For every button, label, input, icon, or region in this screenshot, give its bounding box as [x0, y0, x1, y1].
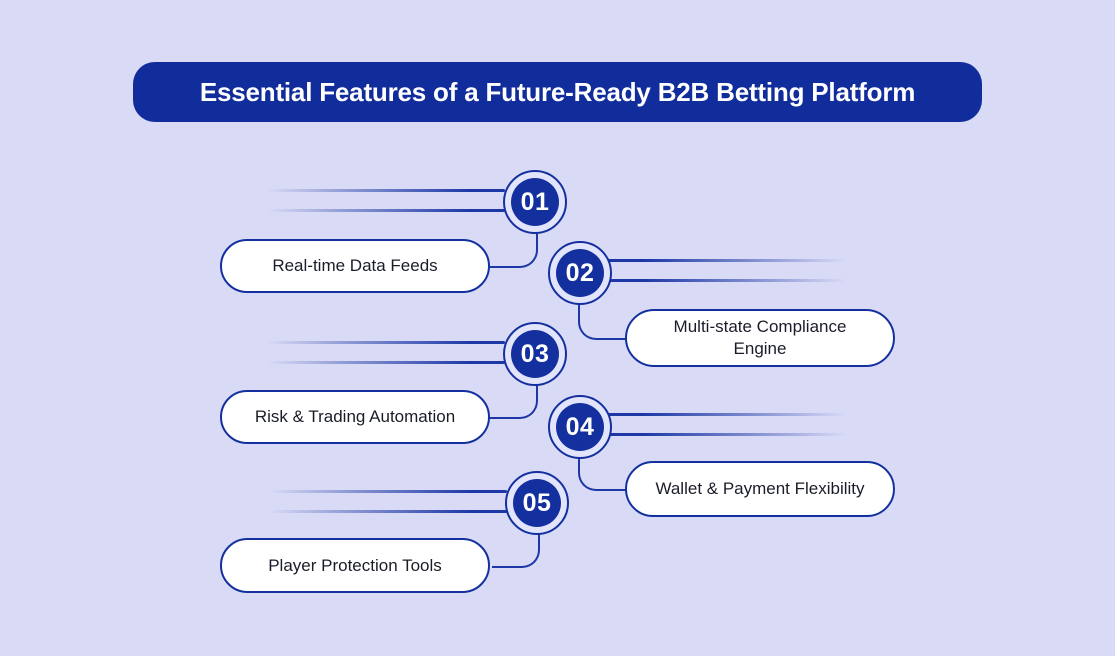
speed-line — [267, 341, 505, 344]
speed-line — [269, 490, 507, 493]
connector-line — [492, 532, 540, 568]
connector-line — [578, 455, 627, 491]
feature-label: Risk & Trading Automation — [254, 407, 456, 426]
step-number: 02 — [565, 258, 595, 287]
step-circle-fill: 04 — [556, 403, 604, 451]
step-circle-fill: 03 — [511, 330, 559, 378]
speed-line — [267, 361, 505, 364]
step-circle: 04 — [548, 395, 612, 459]
step-number: 03 — [520, 339, 550, 368]
feature-label: Player Protection Tools — [268, 555, 442, 575]
feature-pill: Real-time Data Feeds — [220, 239, 490, 293]
step-number: 01 — [520, 187, 550, 216]
step-circle: 02 — [548, 241, 612, 305]
feature-label: Multi-state Compliance Engine — [673, 317, 847, 358]
connector-line — [578, 301, 627, 340]
page-title: Essential Features of a Future-Ready B2B… — [199, 76, 916, 107]
feature-label: Real-time Data Feeds — [272, 256, 438, 275]
speed-line — [608, 413, 846, 416]
step-circle: 03 — [503, 322, 567, 386]
step-circle-fill: 05 — [513, 479, 561, 527]
step-circle: 05 — [505, 471, 569, 535]
speed-line — [608, 279, 846, 282]
feature-pill: Wallet & Payment Flexibility — [625, 461, 895, 517]
feature-pill: Player Protection Tools — [220, 538, 490, 593]
step-circle: 01 — [503, 170, 567, 234]
connector-line — [490, 231, 538, 268]
speed-line — [267, 189, 505, 192]
title-banner: Essential Features of a Future-Ready B2B… — [133, 62, 982, 122]
speed-line — [608, 259, 846, 262]
feature-pill: Risk & Trading Automation — [220, 390, 490, 444]
feature-pill: Multi-state Compliance Engine — [625, 309, 895, 367]
step-circle-fill: 02 — [556, 249, 604, 297]
feature-label: Wallet & Payment Flexibility — [655, 479, 865, 498]
connector-line — [490, 383, 538, 419]
step-circle-fill: 01 — [511, 178, 559, 226]
speed-line — [269, 510, 507, 513]
step-number: 05 — [522, 488, 552, 517]
speed-line — [267, 209, 505, 212]
speed-line — [608, 433, 846, 436]
step-number: 04 — [565, 412, 595, 441]
